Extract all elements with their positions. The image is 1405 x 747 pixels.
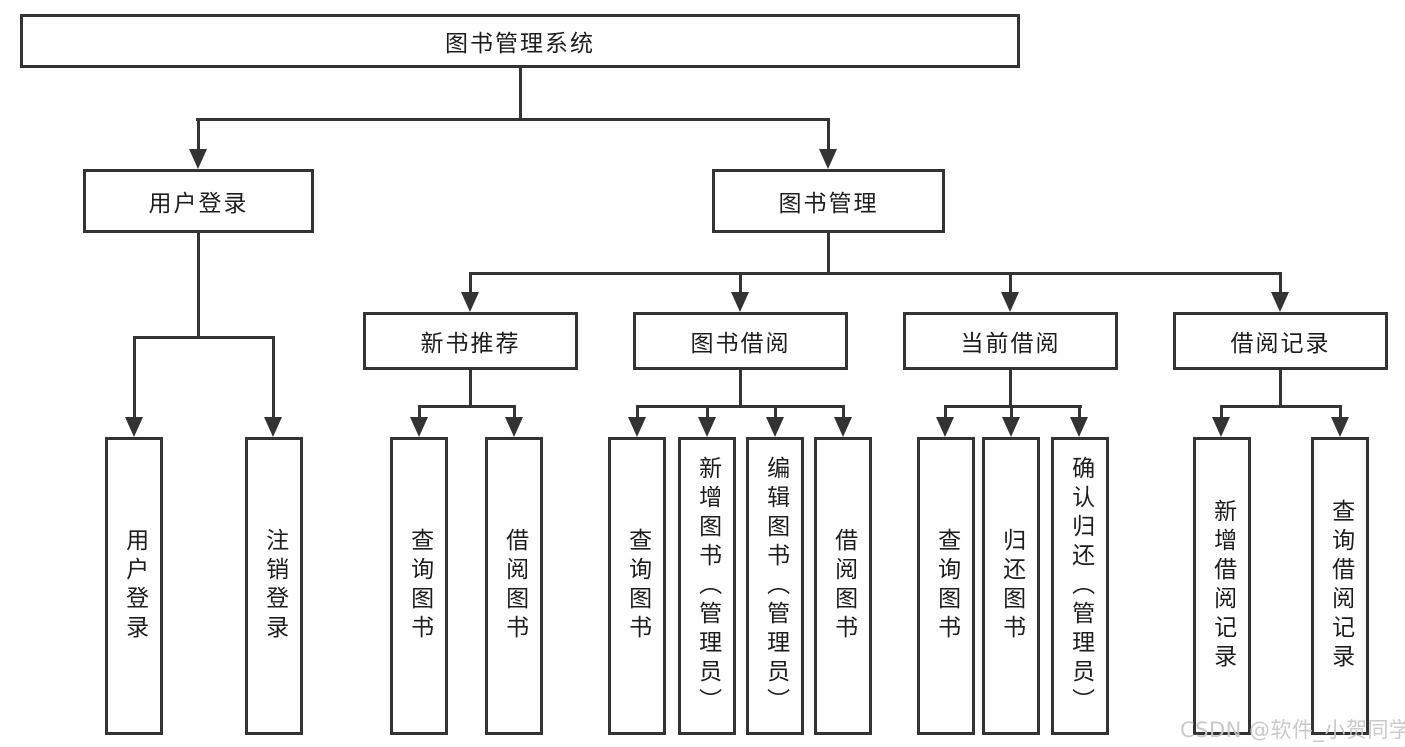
- leaf-current-confirm-return-admin: 确认归还（管理员）: [1051, 437, 1109, 735]
- node-label: 用户登录: [121, 528, 148, 644]
- connector-line: [1078, 405, 1081, 423]
- arrow-down-icon: [410, 417, 428, 437]
- connector-line: [1279, 272, 1282, 296]
- node-label: 图书管理系统: [445, 31, 595, 57]
- connector-line: [827, 118, 830, 154]
- leaf-recommend-borrow-books: 借阅图书: [485, 437, 543, 735]
- connector-line: [706, 405, 709, 423]
- node-label: 借阅图书: [830, 528, 857, 644]
- arrow-down-icon: [1070, 417, 1088, 437]
- node-label: 用户登录: [148, 191, 249, 217]
- node-current-borrowing: 当前借阅: [903, 312, 1118, 370]
- arrow-down-icon: [731, 292, 749, 312]
- arrow-down-icon: [698, 417, 716, 437]
- leaf-user-login: 用户登录: [105, 437, 163, 735]
- node-label: 借阅图书: [501, 528, 528, 644]
- node-new-book-recommendation: 新书推荐: [363, 312, 578, 370]
- node-label: 新增图书（管理员）: [694, 455, 721, 717]
- connector-line: [133, 336, 275, 339]
- connector-line: [197, 233, 200, 339]
- connector-line: [1009, 272, 1012, 296]
- arrow-down-icon: [505, 417, 523, 437]
- node-label: 查询图书: [933, 528, 960, 644]
- arrow-down-icon: [1271, 292, 1289, 312]
- arrow-down-icon: [1331, 417, 1349, 437]
- leaf-records-add-record: 新增借阅记录: [1193, 437, 1251, 735]
- node-label: 注销登录: [261, 528, 288, 644]
- connector-line: [1220, 405, 1223, 423]
- connector-line: [636, 405, 639, 423]
- connector-line: [197, 118, 200, 154]
- leaf-recommend-query-books: 查询图书: [390, 437, 448, 735]
- arrow-down-icon: [264, 417, 282, 437]
- node-label: 归还图书: [998, 528, 1025, 644]
- connector-line: [636, 405, 845, 408]
- arrow-down-icon: [125, 417, 143, 437]
- leaf-borrowing-query-books: 查询图书: [608, 437, 666, 735]
- arrow-down-icon: [1001, 292, 1019, 312]
- connector-line: [469, 370, 472, 408]
- arrow-down-icon: [189, 149, 207, 169]
- node-label: 当前借阅: [960, 331, 1061, 357]
- arrow-down-icon: [628, 417, 646, 437]
- arrow-down-icon: [936, 417, 954, 437]
- connector-line: [469, 272, 1282, 275]
- node-label: 新增借阅记录: [1209, 499, 1236, 673]
- node-library-system-root: 图书管理系统: [20, 14, 1020, 68]
- node-label: 借阅记录: [1230, 331, 1331, 357]
- node-label: 图书管理: [778, 191, 879, 217]
- connector-line: [739, 272, 742, 296]
- leaf-borrowing-borrow-books: 借阅图书: [814, 437, 872, 735]
- connector-line: [418, 405, 421, 423]
- connector-line: [469, 272, 472, 296]
- node-label: 新书推荐: [420, 331, 521, 357]
- leaf-borrowing-edit-books-admin: 编辑图书（管理员）: [746, 437, 804, 735]
- node-label: 编辑图书（管理员）: [762, 455, 789, 717]
- arrow-down-icon: [1212, 417, 1230, 437]
- leaf-borrowing-add-books-admin: 新增图书（管理员）: [678, 437, 736, 735]
- connector-line: [1009, 370, 1012, 408]
- arrow-down-icon: [766, 417, 784, 437]
- connector-line: [944, 405, 1082, 408]
- leaf-current-query-books: 查询图书: [917, 437, 975, 735]
- arrow-down-icon: [834, 417, 852, 437]
- watermark-text: CSDN @软件_小贺同学: [1180, 718, 1405, 742]
- connector-line: [133, 336, 136, 423]
- node-label: 图书借阅: [690, 331, 791, 357]
- connector-line: [513, 405, 516, 423]
- arrow-down-icon: [461, 292, 479, 312]
- arrow-down-icon: [1002, 417, 1020, 437]
- connector-line: [739, 370, 742, 408]
- connector-line: [1220, 405, 1342, 408]
- connector-line: [272, 336, 275, 423]
- node-label: 查询借阅记录: [1327, 499, 1354, 673]
- node-book-management: 图书管理: [712, 169, 945, 233]
- connector-line: [1010, 405, 1013, 423]
- connector-line: [418, 405, 516, 408]
- node-label: 查询图书: [406, 528, 433, 644]
- connector-line: [842, 405, 845, 423]
- node-book-borrowing: 图书借阅: [633, 312, 848, 370]
- connector-line: [827, 233, 830, 275]
- connector-line: [1339, 405, 1342, 423]
- connector-line: [944, 405, 947, 423]
- leaf-logout: 注销登录: [245, 437, 303, 735]
- node-user-login: 用户登录: [83, 169, 314, 233]
- connector-line: [774, 405, 777, 423]
- connector-line: [519, 68, 522, 121]
- leaf-records-query-record: 查询借阅记录: [1311, 437, 1369, 735]
- leaf-current-return-books: 归还图书: [982, 437, 1040, 735]
- arrow-down-icon: [819, 149, 837, 169]
- connector-line: [196, 118, 830, 121]
- node-borrowing-records: 借阅记录: [1173, 312, 1388, 370]
- node-label: 确认归还（管理员）: [1067, 455, 1094, 717]
- connector-line: [1279, 370, 1282, 408]
- node-label: 查询图书: [624, 528, 651, 644]
